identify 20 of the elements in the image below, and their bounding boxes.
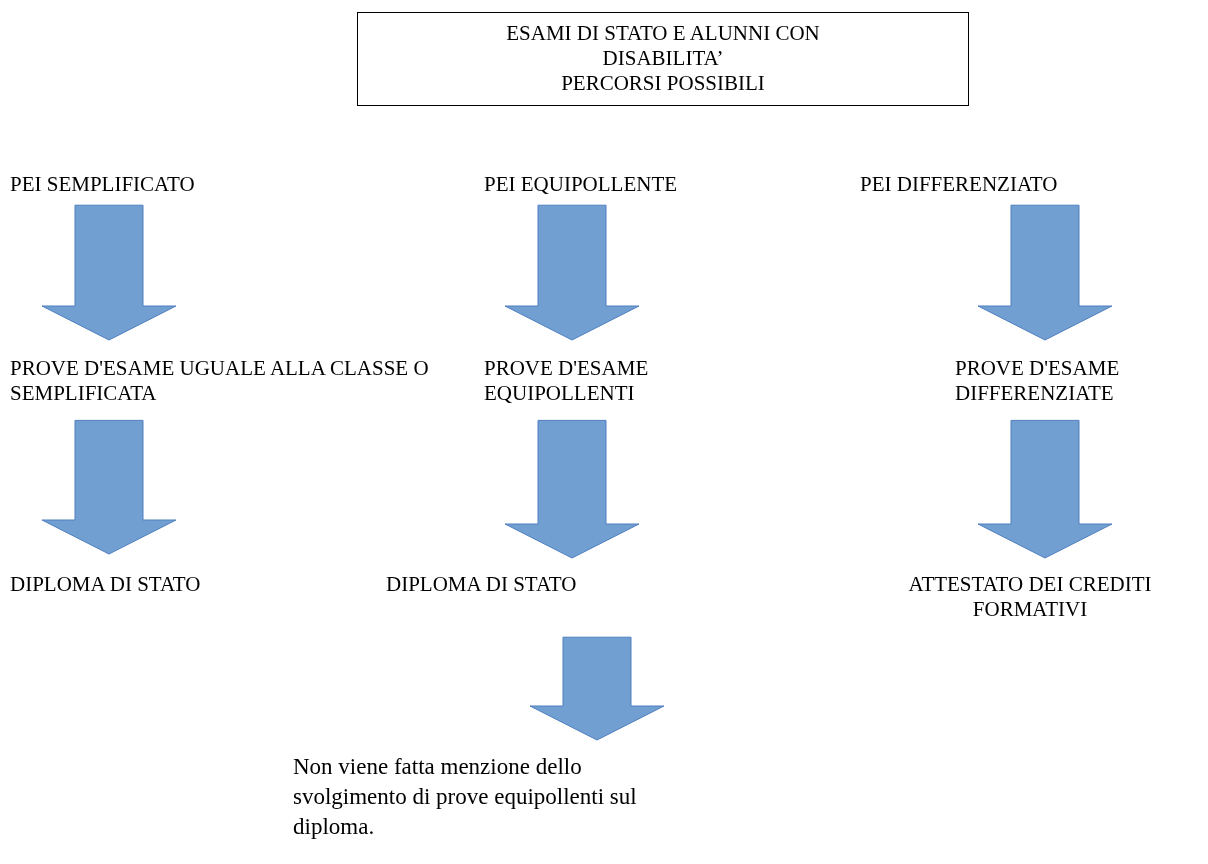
block-arrow xyxy=(977,204,1113,341)
note-text: Non viene fatta menzione dello svolgimento di prove equipollenti sul diploma. xyxy=(293,753,638,841)
step-label: DIPLOMA DI STATO xyxy=(386,572,578,598)
step-label: PROVE D'ESAME DIFFERENZIATE xyxy=(955,356,1121,407)
step-label: PEI EQUIPOLLENTE xyxy=(484,172,679,198)
title-text: ESAMI DI STATO E ALUNNI CON DISABILITA’ xyxy=(505,21,821,72)
block-arrow xyxy=(977,419,1113,559)
step-label: PROVE D'ESAME UGUALE ALLA CLASSE O SEMPLIFICATA xyxy=(10,356,430,407)
block-arrow xyxy=(41,204,177,341)
block-arrow xyxy=(529,636,665,741)
block-arrow xyxy=(504,204,640,341)
step-label: ATTESTATO DEI CREDITI FORMATIVI xyxy=(907,572,1153,623)
step-label: PROVE D'ESAME EQUIPOLLENTI xyxy=(484,356,650,407)
title-text: PERCORSI POSSIBILI xyxy=(560,71,766,97)
step-label: PEI DIFFERENZIATO xyxy=(860,172,1059,198)
step-label: DIPLOMA DI STATO xyxy=(10,572,202,598)
title-box xyxy=(357,12,969,106)
block-arrow xyxy=(41,419,177,555)
block-arrow xyxy=(504,419,640,559)
step-label: PEI SEMPLIFICATO xyxy=(10,172,196,198)
